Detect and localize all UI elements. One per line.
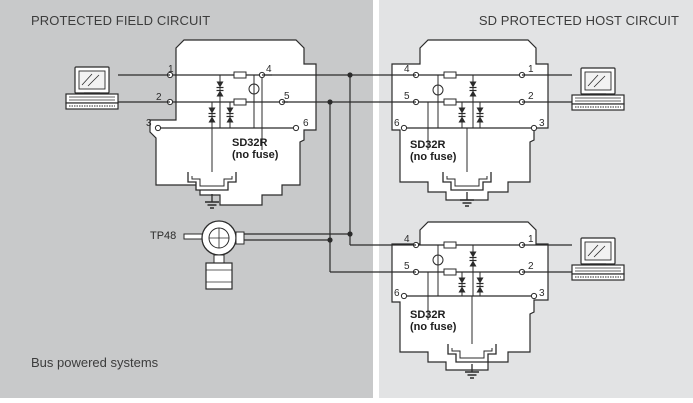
left-sd32r-device: 1 2 3 4 5 6 SD32R (no fuse) xyxy=(146,39,317,209)
rb-terminal-5: 5 xyxy=(404,261,410,272)
field-transmitter-icon xyxy=(183,220,245,290)
rt-terminal-3: 3 xyxy=(539,118,545,129)
rb-terminal-2: 2 xyxy=(528,261,534,272)
left-device-fuse: (no fuse) xyxy=(232,149,279,161)
left-device-model: SD32R xyxy=(232,137,268,149)
field-panel-title: PROTECTED FIELD CIRCUIT xyxy=(31,13,211,28)
host-panel-title: SD PROTECTED HOST CIRCUIT xyxy=(478,13,679,28)
rb-terminal-3: 3 xyxy=(539,288,545,299)
rb-terminal-6: 6 xyxy=(394,288,400,299)
rt-device-model: SD32R xyxy=(410,139,446,151)
rt-terminal-6: 6 xyxy=(394,118,400,129)
left-terminal-2: 2 xyxy=(156,92,162,103)
left-terminal-3: 3 xyxy=(146,118,152,129)
rt-terminal-5: 5 xyxy=(404,91,410,102)
right-top-sd32r-device: 4 5 6 1 2 3 SD32R (no fuse) xyxy=(391,39,549,207)
rt-terminal-1: 1 xyxy=(528,64,534,75)
right-bottom-sd32r-device: 4 5 6 1 2 3 SD32R (no fuse) xyxy=(391,221,549,379)
rb-terminal-1: 1 xyxy=(528,234,534,245)
transmitter-label: TP48 xyxy=(150,230,176,242)
rt-device-fuse: (no fuse) xyxy=(410,151,457,163)
left-terminal-1: 1 xyxy=(168,64,174,75)
left-terminal-6: 6 xyxy=(303,118,309,129)
rb-terminal-4: 4 xyxy=(404,234,410,245)
bus-junctions xyxy=(327,72,353,243)
bus-wiring xyxy=(236,74,416,273)
rb-device-fuse: (no fuse) xyxy=(410,321,457,333)
footer-note: Bus powered systems xyxy=(31,355,159,370)
left-terminal-4: 4 xyxy=(266,64,272,75)
rb-device-model: SD32R xyxy=(410,309,446,321)
rt-terminal-2: 2 xyxy=(528,91,534,102)
left-terminal-5: 5 xyxy=(284,91,290,102)
rt-terminal-4: 4 xyxy=(404,64,410,75)
